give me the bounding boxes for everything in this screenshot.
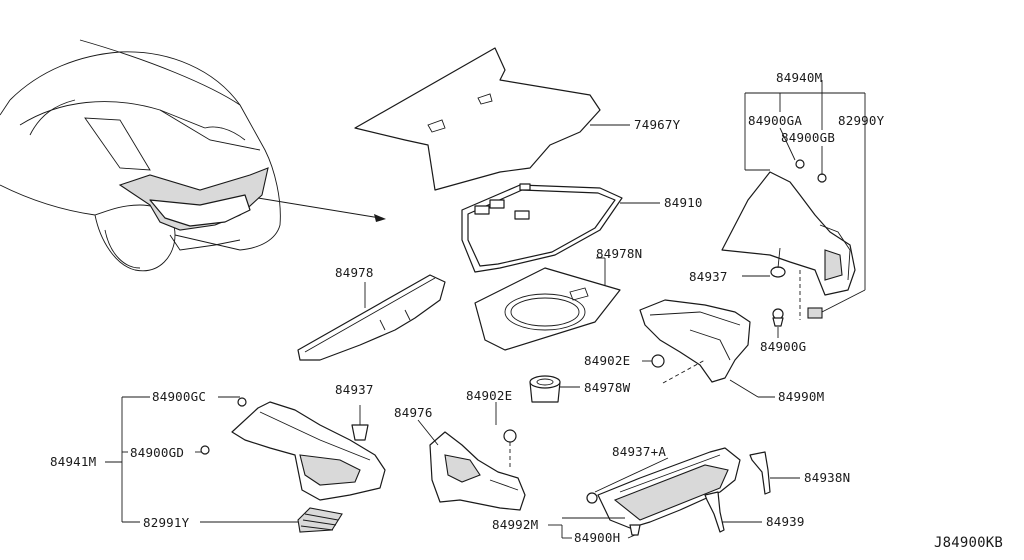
callout-84976: 84976 [394, 405, 433, 420]
callout-84900H: 84900H [574, 530, 620, 545]
callout-84978W: 84978W [584, 380, 631, 395]
part-84900G [772, 307, 823, 327]
part-84978W [529, 375, 561, 403]
callout-84900GA: 84900GA [748, 113, 802, 128]
part-84937-right [770, 247, 786, 278]
part-74967Y [354, 47, 601, 191]
part-84939 [704, 491, 725, 533]
callout-84902E-bottom: 84902E [466, 388, 512, 403]
callout-84900GD: 84900GD [130, 445, 184, 460]
diagram-reference-code: J84900KB [934, 535, 1003, 551]
callout-84939: 84939 [766, 514, 805, 529]
callout-84900GB: 84900GB [781, 130, 835, 145]
callout-labels: 74967Y 84910 84978N 84978 84940M 84900GA… [50, 70, 1003, 551]
callout-84978N: 84978N [596, 246, 642, 261]
part-84940M [721, 159, 856, 296]
callout-84910: 84910 [664, 195, 703, 210]
part-84910 [461, 183, 623, 273]
callout-84941M: 84941M [50, 454, 96, 469]
part-84978N [474, 267, 621, 351]
callout-84937-left: 84937 [335, 382, 374, 397]
part-84902E-a [651, 354, 665, 368]
callout-84938N: 84938N [804, 470, 850, 485]
callout-84937A: 84937+A [612, 444, 666, 459]
part-84941M [200, 397, 386, 501]
callout-84902E-top: 84902E [584, 353, 630, 368]
part-84902E-b [503, 429, 517, 443]
part-84990M [639, 299, 751, 383]
callout-84900G: 84900G [760, 339, 806, 354]
callout-84940M: 84940M [776, 70, 822, 85]
part-82991Y [297, 507, 343, 533]
part-84938N [749, 451, 771, 495]
part-84937-left [351, 405, 369, 441]
callout-84990M: 84990M [778, 389, 824, 404]
part-84978 [297, 274, 446, 361]
callout-84978: 84978 [335, 265, 374, 280]
callout-82991Y: 82991Y [143, 515, 190, 530]
callout-82990Y: 82990Y [838, 113, 885, 128]
vehicle-outline [0, 39, 281, 272]
part-84976 [429, 431, 526, 511]
callout-84937-right: 84937 [689, 269, 728, 284]
part-84937A [586, 447, 741, 529]
callout-84992M: 84992M [492, 517, 538, 532]
part-84900H [629, 524, 641, 536]
callout-74967Y: 74967Y [634, 117, 681, 132]
callout-84900GC: 84900GC [152, 389, 206, 404]
